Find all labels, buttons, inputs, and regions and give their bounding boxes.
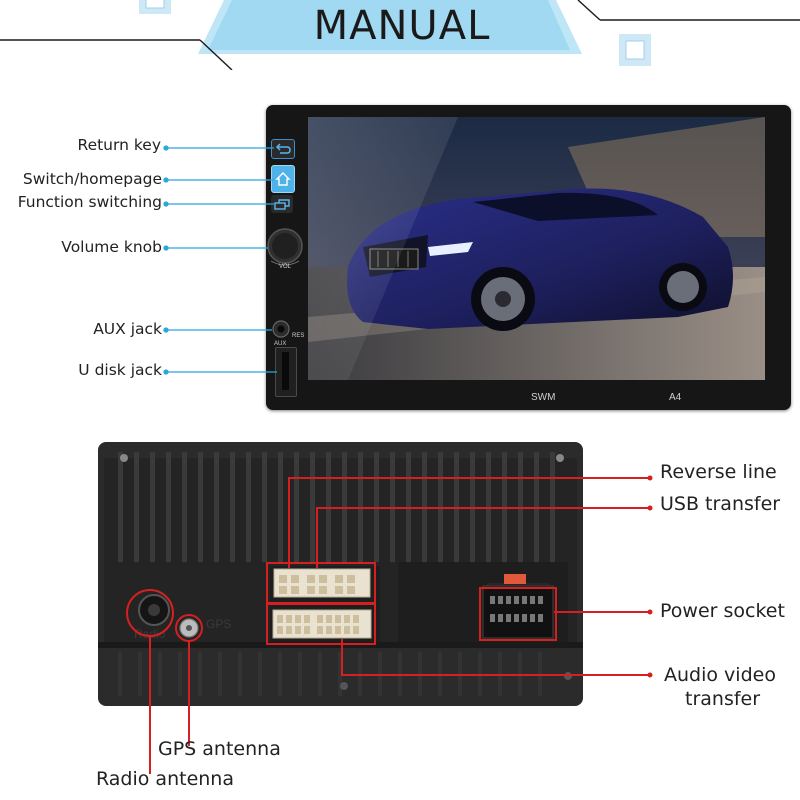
label-gps-antenna: GPS antenna [158, 738, 281, 760]
function-switch-icon [274, 199, 290, 210]
model-label: A4 [669, 392, 682, 403]
label-audio-video-line2: transfer [685, 688, 761, 710]
page-title: MANUAL [313, 3, 491, 49]
gps-mark: GPS [206, 617, 232, 631]
label-usb-transfer: USB transfer [660, 493, 781, 515]
return-key-button[interactable] [271, 139, 295, 159]
label-return-key: Return key [77, 136, 162, 154]
label-function-switching: Function switching [17, 193, 162, 211]
radio-mark: Radio [134, 627, 166, 641]
header-banner [0, 0, 800, 70]
label-u-disk-jack: U disk jack [78, 361, 162, 379]
brand-label: SWM [531, 392, 556, 403]
label-reverse-line: Reverse line [660, 461, 777, 483]
home-icon [275, 172, 291, 186]
res-mark: RES [292, 333, 305, 339]
function-switch-button[interactable] [271, 195, 293, 213]
label-aux-jack: AUX jack [93, 320, 162, 338]
label-audio-video-line1: Audio video [664, 664, 776, 686]
label-switch-homepage: Switch/homepage [22, 170, 162, 188]
connector-usb-reverse[interactable] [273, 568, 371, 598]
home-button[interactable] [271, 165, 295, 193]
gps-antenna-port[interactable] [178, 617, 200, 639]
label-volume-knob: Volume knob [61, 238, 162, 256]
label-power-socket: Power socket [660, 600, 785, 622]
vol-mark: VOL [279, 264, 292, 270]
aux-jack[interactable] [270, 318, 292, 340]
display-screen-image [308, 117, 765, 380]
radio-antenna-port[interactable] [136, 592, 172, 628]
return-icon [275, 143, 291, 154]
front-callout-lines [163, 145, 277, 375]
usb-slot-opening [282, 352, 289, 390]
volume-knob[interactable] [262, 225, 308, 271]
label-radio-antenna: Radio antenna [96, 768, 234, 790]
connector-audio-video[interactable] [272, 609, 372, 639]
power-socket[interactable] [482, 574, 554, 640]
aux-mark: AUX [274, 341, 287, 347]
